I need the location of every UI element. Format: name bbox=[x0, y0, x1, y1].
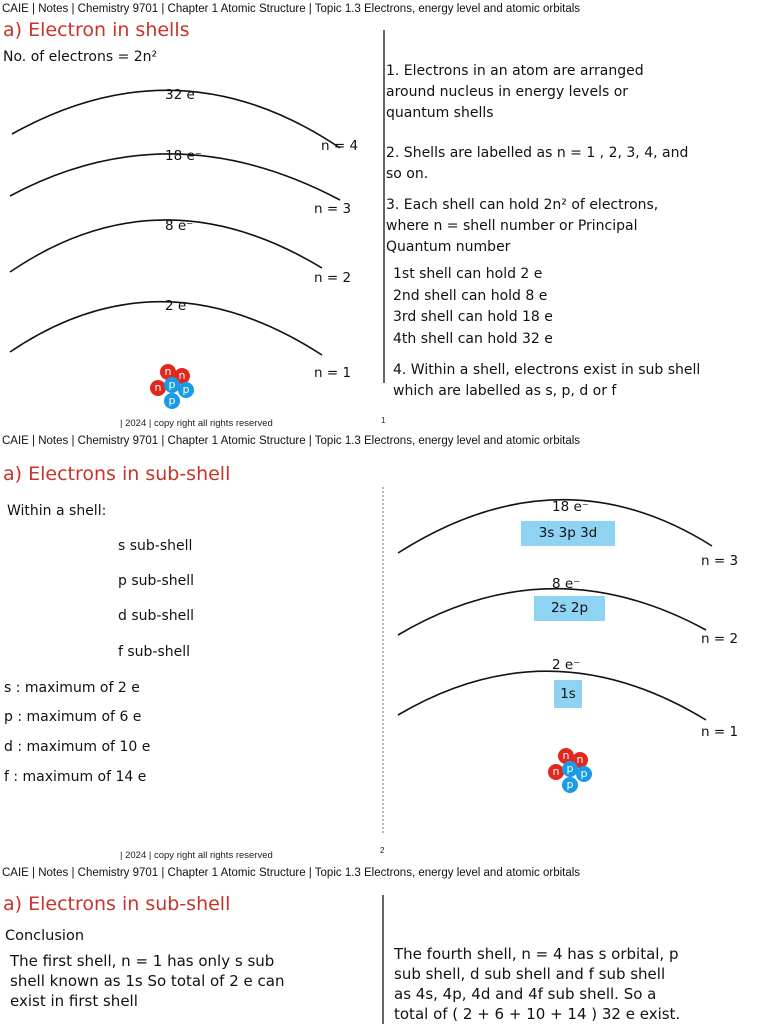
point-1-line: around nucleus in energy levels or bbox=[386, 84, 629, 100]
shell-electrons-n2: 8 e⁻ bbox=[165, 218, 194, 234]
page-title: a) Electron in shells bbox=[3, 19, 190, 41]
point-1: 1. Electrons in an atom are arranged aro… bbox=[386, 61, 644, 124]
shell-arc-n3 bbox=[9, 153, 341, 201]
point-4: 4. Within a shell, electrons exist in su… bbox=[393, 360, 700, 402]
page-header: CAIE | Notes | Chemistry 9701 | Chapter … bbox=[2, 867, 581, 879]
point-3: 3. Each shell can hold 2n² of electrons,… bbox=[386, 195, 658, 258]
page-title: a) Electrons in sub-shell bbox=[3, 893, 231, 915]
page-footer: | 2024 | copy right all rights reserved bbox=[120, 418, 273, 429]
page-header: CAIE | Notes | Chemistry 9701 | Chapter … bbox=[2, 435, 581, 447]
proton-particle: p bbox=[562, 777, 578, 793]
subshell-electrons-n3: 18 e⁻ bbox=[552, 499, 589, 515]
point-3-line: Quantum number bbox=[386, 239, 511, 255]
conclusion-line: total of ( 2 + 6 + 10 + 14 ) 32 e exist. bbox=[394, 1005, 681, 1023]
subshell-electrons-n2: 8 e⁻ bbox=[552, 576, 581, 592]
subshell-p: p sub-shell bbox=[118, 573, 195, 589]
neutron-particle: n bbox=[558, 748, 574, 764]
shell-label-n3: n = 3 bbox=[314, 201, 352, 217]
shell-capacity: 1st shell can hold 2 e bbox=[393, 266, 543, 282]
neutron-particle: n bbox=[548, 764, 564, 780]
shell-capacity-list: 1st shell can hold 2 e 2nd shell can hol… bbox=[393, 264, 553, 350]
subshell-label-n1: n = 1 bbox=[701, 724, 739, 740]
shell-label-n1: n = 1 bbox=[314, 365, 352, 381]
subshell-intro: Within a shell: bbox=[7, 503, 107, 519]
conclusion-line: shell known as 1s So total of 2 e can bbox=[10, 972, 285, 990]
shell-arc-n1 bbox=[9, 301, 323, 356]
max-f: f : maximum of 14 e bbox=[4, 769, 147, 785]
point-3-line: where n = shell number or Principal bbox=[386, 218, 638, 234]
subshell-box-n2: 2s 2p bbox=[534, 596, 605, 621]
conclusion-line: The first shell, n = 1 has only s sub bbox=[10, 952, 275, 970]
page-header: CAIE | Notes | Chemistry 9701 | Chapter … bbox=[2, 3, 581, 15]
proton-particle: p bbox=[576, 766, 592, 782]
page-number: 1 bbox=[381, 416, 386, 425]
point-2-line: 2. Shells are labelled as n = 1 , 2, 3, … bbox=[386, 145, 689, 161]
shell-arc-n4 bbox=[11, 89, 341, 149]
point-3-line: 3. Each shell can hold 2n² of electrons, bbox=[386, 197, 659, 213]
subshell-box-n3: 3s 3p 3d bbox=[521, 521, 615, 546]
conclusion-fourth-shell: The fourth shell, n = 4 has s orbital, p… bbox=[394, 944, 680, 1024]
shell-electrons-n3: 18 e⁻ bbox=[165, 148, 202, 164]
shell-label-n2: n = 2 bbox=[314, 270, 352, 286]
subshell-label-n3: n = 3 bbox=[701, 553, 739, 569]
proton-particle: p bbox=[562, 761, 578, 777]
page-number: 2 bbox=[380, 846, 385, 855]
point-4-line: which are labelled as s, p, d or f bbox=[393, 383, 617, 399]
neutron-particle: n bbox=[150, 380, 166, 396]
max-s: s : maximum of 2 e bbox=[4, 680, 140, 696]
point-4-line: 4. Within a shell, electrons exist in su… bbox=[393, 362, 701, 378]
conclusion-line: The fourth shell, n = 4 has s orbital, p bbox=[394, 945, 679, 963]
conclusion-line: as 4s, 4p, 4d and 4f sub shell. So a bbox=[394, 985, 657, 1003]
subshell-f: f sub-shell bbox=[118, 644, 191, 660]
subshell-electrons-n1: 2 e⁻ bbox=[552, 657, 581, 673]
neutron-particle: n bbox=[160, 364, 176, 380]
shell-electrons-n1: 2 e⁻ bbox=[165, 298, 194, 314]
max-d: d : maximum of 10 e bbox=[4, 739, 151, 755]
conclusion-heading: Conclusion bbox=[5, 928, 85, 944]
proton-particle: p bbox=[178, 382, 194, 398]
shell-capacity: 2nd shell can hold 8 e bbox=[393, 287, 548, 304]
proton-particle: p bbox=[164, 377, 180, 393]
point-1-line: 1. Electrons in an atom are arranged bbox=[386, 63, 644, 79]
subshell-arc-n1 bbox=[397, 670, 707, 721]
shell-formula: No. of electrons = 2n² bbox=[3, 49, 158, 65]
shell-capacity: 3rd shell can hold 18 e bbox=[393, 309, 553, 325]
subshell-label-n2: n = 2 bbox=[701, 631, 739, 647]
shell-electrons-n4: 32 e⁻ bbox=[165, 87, 202, 103]
point-1-line: quantum shells bbox=[386, 105, 494, 121]
conclusion-first-shell: The first shell, n = 1 has only s sub sh… bbox=[10, 951, 284, 1011]
subshell-arc-n3 bbox=[397, 498, 713, 554]
shell-arc-n2 bbox=[9, 219, 323, 273]
page-title: a) Electrons in sub-shell bbox=[3, 463, 231, 485]
page-footer: | 2024 | copy right all rights reserved bbox=[120, 850, 273, 861]
proton-particle: p bbox=[164, 393, 180, 409]
point-2: 2. Shells are labelled as n = 1 , 2, 3, … bbox=[386, 143, 688, 185]
shell-label-n4: n = 4 bbox=[321, 138, 359, 154]
conclusion-line: exist in first shell bbox=[10, 992, 138, 1010]
subshell-s: s sub-shell bbox=[118, 538, 193, 554]
subshell-box-n1: 1s bbox=[554, 680, 582, 708]
point-2-line: so on. bbox=[386, 166, 429, 182]
shell-capacity: 4th shell can hold 32 e bbox=[393, 330, 553, 347]
max-p: p : maximum of 6 e bbox=[4, 709, 142, 725]
subshell-d: d sub-shell bbox=[118, 608, 195, 624]
conclusion-line: sub shell, d sub shell and f sub shell bbox=[394, 965, 666, 983]
subshell-arc-n2 bbox=[397, 587, 707, 636]
